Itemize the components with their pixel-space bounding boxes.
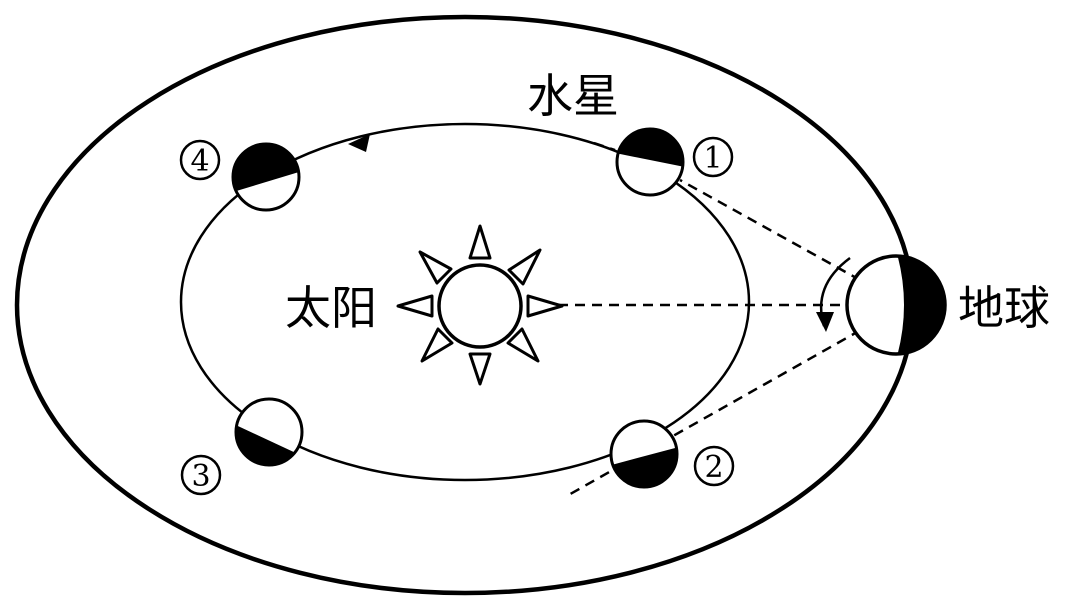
mercury-label: 水星 <box>527 69 619 123</box>
mercury-position-4 <box>231 142 301 212</box>
position-marker-4: 4 <box>179 139 221 181</box>
sun-icon <box>396 224 564 386</box>
position-marker-1: 1 <box>692 136 734 178</box>
svg-text:2: 2 <box>704 450 723 485</box>
mercury-position-3 <box>234 397 304 467</box>
svg-text:3: 3 <box>191 459 210 494</box>
earth-label: 地球 <box>958 281 1050 335</box>
mercury-position-1 <box>615 127 685 197</box>
mercury-position-2 <box>609 419 679 489</box>
mercury-orbit <box>179 122 751 482</box>
svg-text:1: 1 <box>703 141 722 176</box>
position-marker-3: 3 <box>180 454 222 496</box>
earth-rotation-arrowhead <box>816 312 834 332</box>
sun-label: 太阳 <box>285 281 377 335</box>
earth-icon <box>845 254 947 356</box>
orbit-direction-arrow <box>348 134 370 152</box>
position-marker-2: 2 <box>693 445 735 487</box>
svg-text:4: 4 <box>190 144 209 179</box>
